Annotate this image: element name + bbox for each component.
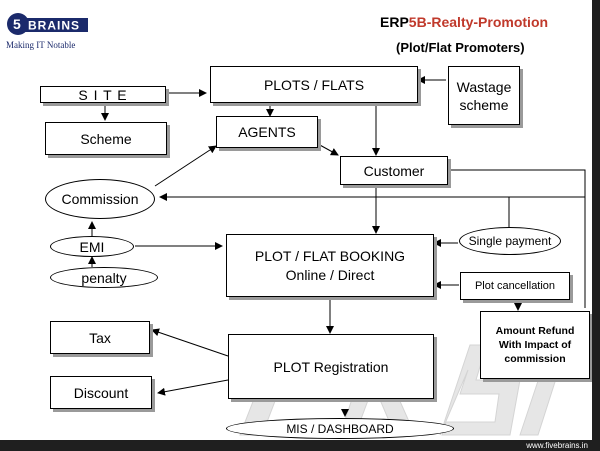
page-subtitle: (Plot/Flat Promoters) (396, 40, 525, 55)
logo-tagline: Making IT Notable (6, 40, 76, 50)
plot-cancellation-node: Plot cancellation (460, 272, 570, 300)
mis-dashboard-node: MIS / DASHBOARD (226, 418, 454, 439)
amount-refund-node: Amount Refund With Impact of commission (480, 311, 590, 379)
title-number: 5 (408, 14, 417, 30)
discount-node: Discount (50, 376, 152, 409)
booking-node: PLOT / FLAT BOOKING Online / Direct (226, 234, 434, 297)
scheme-node: Scheme (45, 122, 167, 155)
site-node: S I T E (40, 86, 166, 103)
right-edge-bar (592, 0, 600, 451)
registration-node: PLOT Registration (228, 334, 434, 399)
footer-url: www.fivebrains.in (526, 441, 588, 450)
single-payment-node: Single payment (459, 227, 561, 255)
commission-node: Commission (45, 179, 155, 219)
arrow-commission-to-agents (154, 145, 217, 187)
connector-customer-to-refund (449, 169, 586, 308)
wastage-scheme-node: Wastage scheme (448, 66, 520, 125)
booking-line-1: PLOT / FLAT BOOKING (254, 247, 406, 264)
arrow-registration-to-tax (151, 328, 229, 357)
svg-text:BRAINS: BRAINS (28, 19, 80, 33)
customer-node: Customer (340, 156, 448, 185)
arrow-agents-to-customer (317, 143, 339, 156)
page-title: ERP5B-Realty-Promotion (380, 14, 548, 30)
agents-node: AGENTS (216, 116, 318, 148)
title-rest: B-Realty-Promotion (416, 14, 549, 30)
fivebrains-logo: 5 BRAINS (7, 13, 88, 35)
emi-node: EMI (50, 236, 134, 257)
penalty-node: penalty (50, 267, 158, 288)
booking-line-2: Online / Direct (285, 266, 375, 283)
footer-bar (0, 440, 600, 451)
title-prefix: ERP (380, 14, 409, 30)
arrow-registration-to-discount (157, 379, 229, 396)
plots-flats-node: PLOTS / FLATS (210, 66, 418, 103)
svg-text:5: 5 (13, 16, 21, 32)
tax-node: Tax (50, 321, 150, 354)
